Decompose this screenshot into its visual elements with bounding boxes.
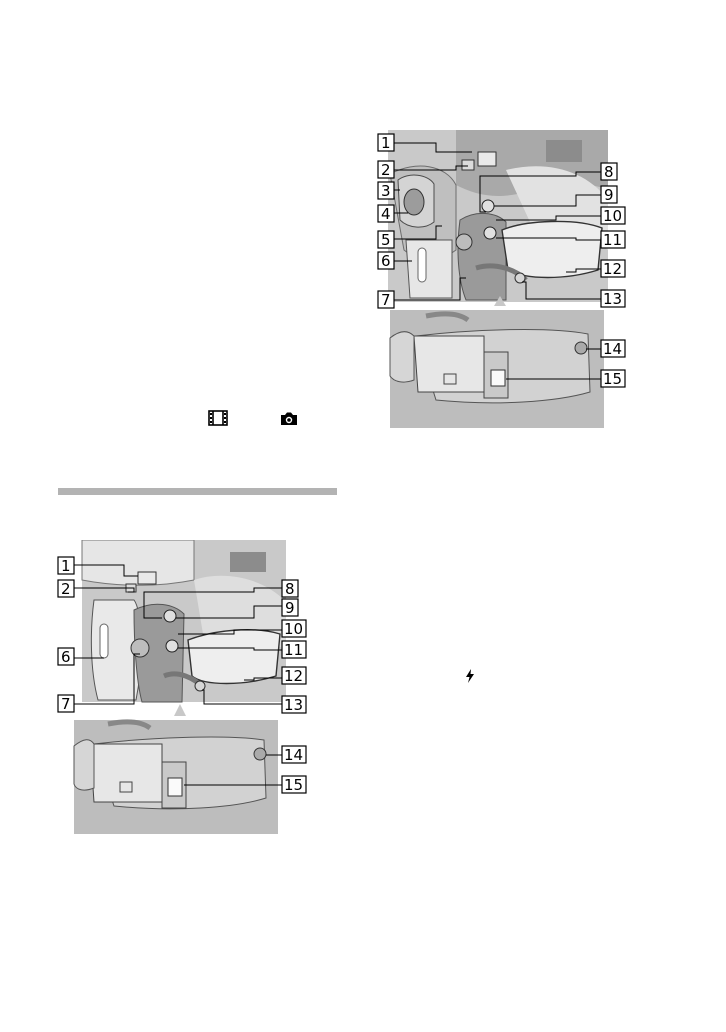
- callout-10: 10: [284, 620, 303, 638]
- section-divider: [58, 488, 337, 495]
- callout-12: 12: [603, 260, 622, 278]
- callout-6: 6: [381, 252, 391, 270]
- callouts-left: 1 2 3 4 5 6 7: [377, 133, 395, 309]
- callout-4: 4: [381, 205, 391, 223]
- callout-2: 2: [381, 161, 391, 179]
- callout-10: 10: [603, 207, 622, 225]
- callout-9: 9: [604, 186, 614, 204]
- callouts-left: 1 2 6 7: [57, 556, 75, 713]
- callout-7: 7: [61, 695, 71, 713]
- callout-14: 14: [284, 746, 303, 764]
- camcorder-figure-top: 1 2 3 4 5 6 7 8 9 10 11 12 13: [376, 130, 636, 430]
- callout-1: 1: [61, 557, 71, 575]
- camcorder-figure-bottom: 1 2 6 7 8 9 10 11 12 13 14 15: [54, 540, 314, 836]
- callout-8: 8: [285, 580, 295, 598]
- camcorder-bottom-view-image: [389, 310, 604, 428]
- callout-8: 8: [604, 163, 614, 181]
- callouts-right: 8 9 10 11 12 13 14 15: [600, 162, 626, 388]
- callout-15: 15: [284, 776, 303, 794]
- callout-14: 14: [603, 340, 622, 358]
- callout-2: 2: [61, 580, 71, 598]
- callout-15: 15: [603, 370, 622, 388]
- callout-5: 5: [381, 231, 391, 249]
- callout-11: 11: [603, 231, 622, 249]
- film-strip-icon: [208, 410, 228, 426]
- callout-3: 3: [381, 182, 391, 200]
- camera-icon: [280, 411, 298, 425]
- camcorder-top-view-image: [388, 130, 608, 302]
- lightning-icon: [465, 668, 475, 683]
- camcorder-bottom-view-image: [73, 719, 278, 834]
- callout-7: 7: [381, 291, 391, 309]
- callout-13: 13: [603, 290, 622, 308]
- callout-13: 13: [284, 696, 303, 714]
- callout-11: 11: [284, 641, 303, 659]
- callout-9: 9: [285, 599, 295, 617]
- callout-6: 6: [61, 648, 71, 666]
- callout-12: 12: [284, 667, 303, 685]
- callout-1: 1: [381, 134, 391, 152]
- callouts-right: 8 9 10 11 12 13 14 15: [281, 579, 307, 794]
